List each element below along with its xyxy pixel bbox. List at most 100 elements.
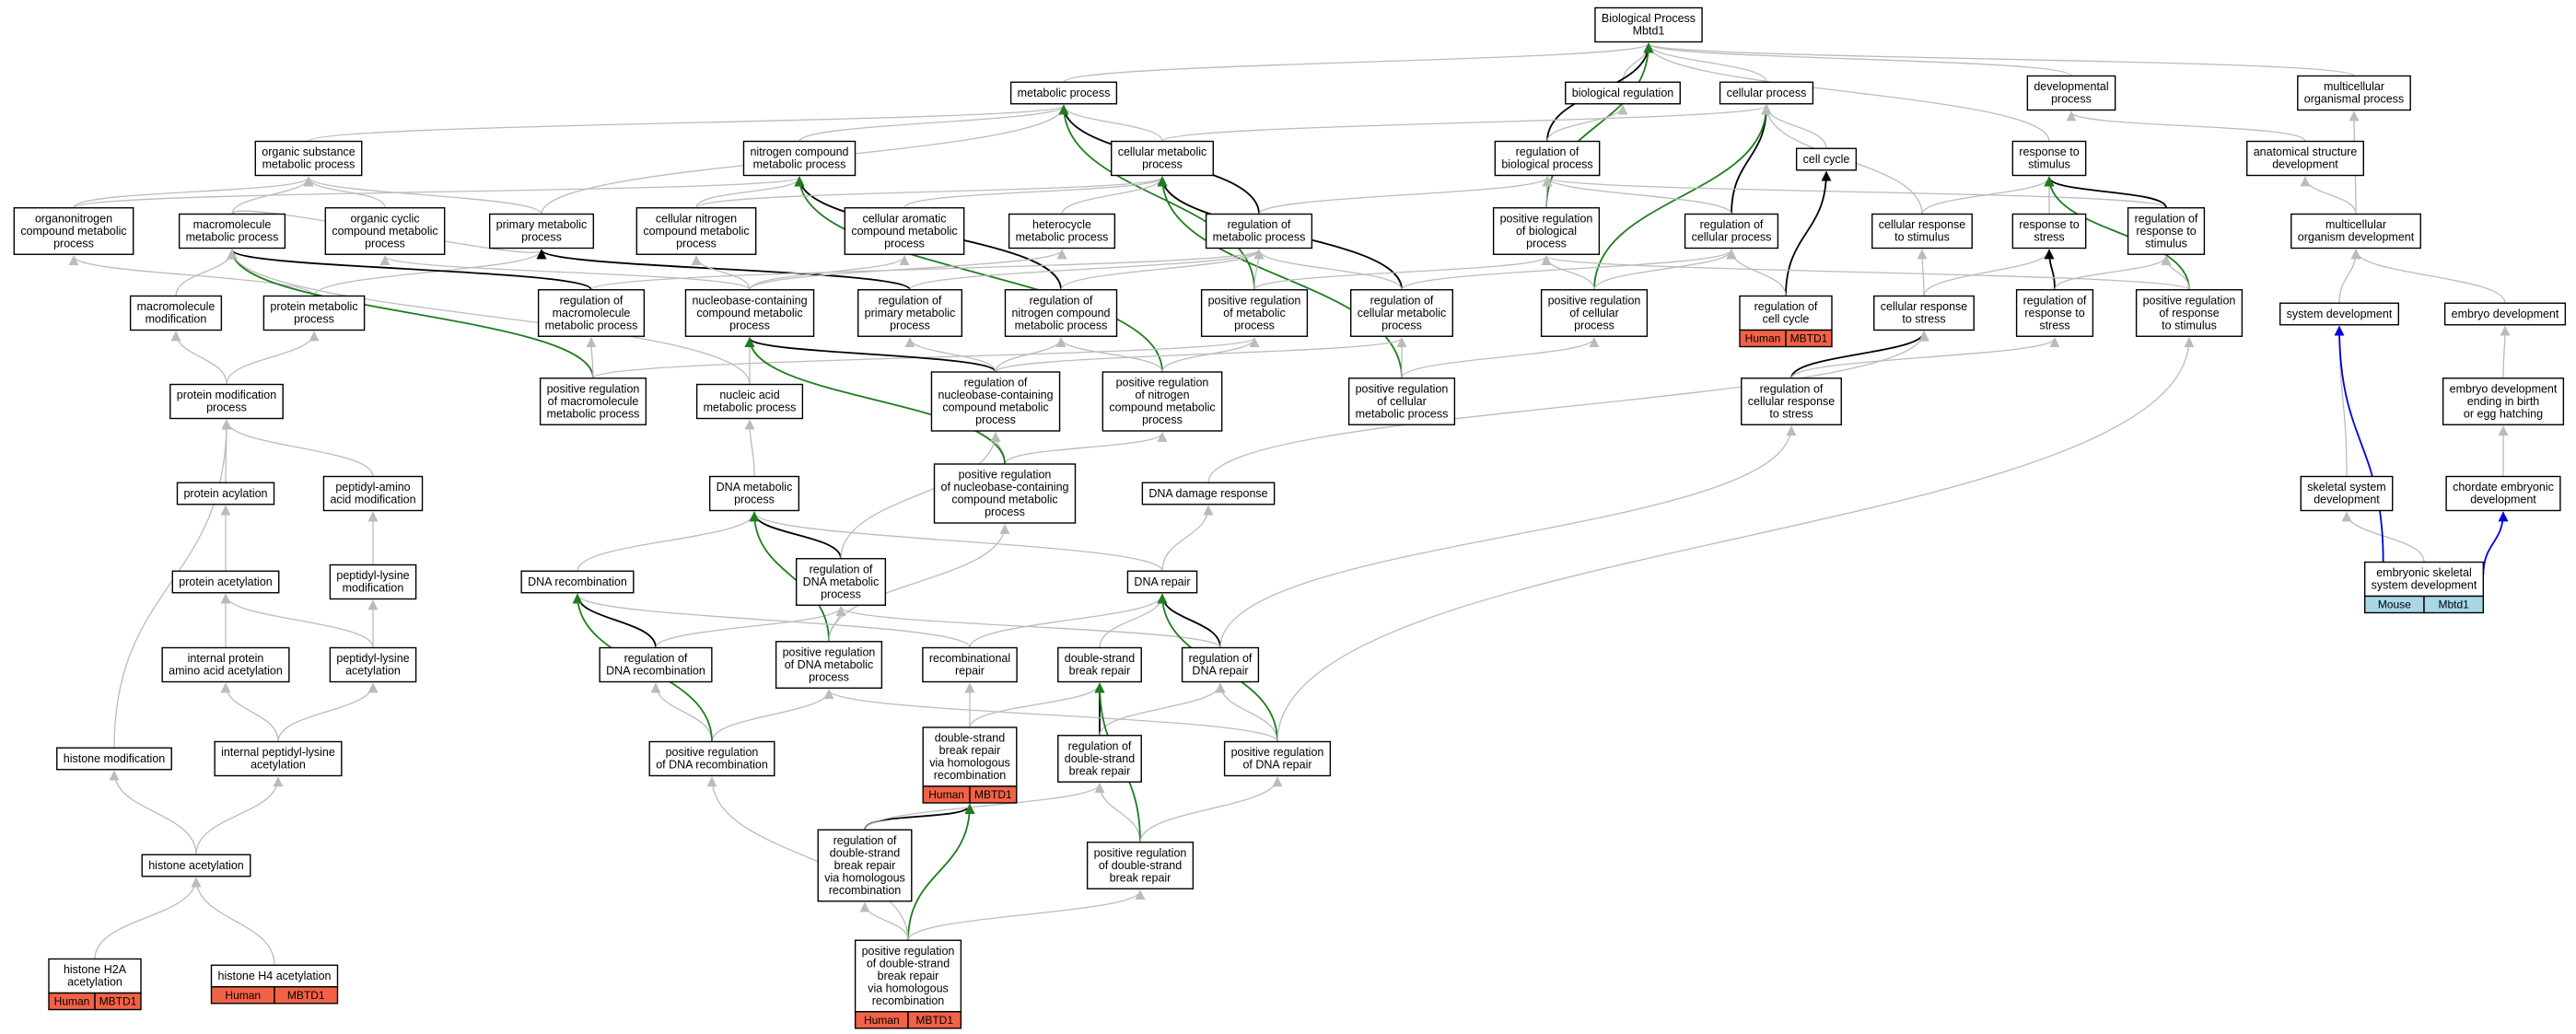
term-node-dna-damage-response[interactable]: DNA damage response: [1141, 482, 1276, 505]
edge-is-a: [227, 249, 751, 385]
term-label: of nitrogen: [1135, 389, 1189, 401]
term-box: [1739, 295, 1833, 331]
term-box: [1223, 740, 1332, 777]
term-node-dna-recombination[interactable]: DNA recombination: [520, 570, 635, 594]
edge-is-a: [191, 877, 275, 966]
term-node-histone-acetylation[interactable]: histone acetylation: [141, 854, 251, 877]
term-node-protein-acylation[interactable]: protein acylation: [176, 482, 275, 505]
term-node-metabolic-process[interactable]: metabolic process: [1009, 81, 1118, 105]
term-node-embryo-development[interactable]: embryo development: [2443, 302, 2567, 326]
term-label: embryonic skeletal: [2376, 566, 2472, 579]
term-node-biological-regulation[interactable]: biological regulation: [1565, 81, 1681, 105]
term-node-dna-repair[interactable]: DNA repair: [1126, 570, 1198, 594]
term-label: cellular nitrogen: [656, 212, 737, 225]
term-box: [2026, 75, 2116, 111]
term-node-histone-modification[interactable]: histone modification: [56, 747, 172, 771]
term-box: [922, 646, 1018, 683]
term-node-regulation-of-nucleobase-containing-compound-metabolic-process[interactable]: regulation ofnucleobase-containingcompou…: [930, 371, 1061, 432]
term-box: [2127, 207, 2206, 255]
term-node-system-development[interactable]: system development: [2279, 302, 2400, 326]
term-label: biological process: [1501, 158, 1592, 171]
term-node-cell-cycle[interactable]: cell cycle: [1795, 147, 1858, 171]
term-label: positive regulation: [1500, 212, 1593, 225]
term-box: [1347, 378, 1456, 425]
edge-is-a: [1099, 593, 1168, 648]
term-label: metabolic process: [1016, 231, 1109, 244]
term-node-cellular-process[interactable]: cellular process: [1719, 81, 1814, 105]
term-node-protein-acetylation[interactable]: protein acetylation: [171, 570, 280, 594]
term-label: of nucleobase-containing: [941, 481, 1069, 494]
edge-positive-regulation: [1593, 104, 1772, 290]
term-label: protein acetylation: [179, 575, 273, 588]
